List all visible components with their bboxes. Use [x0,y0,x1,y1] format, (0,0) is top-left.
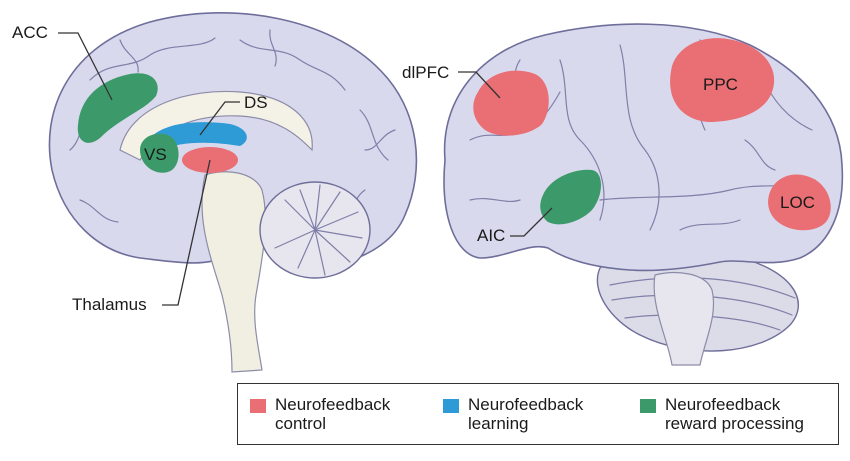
acc-label: ACC [12,23,48,42]
legend-item-control: Neurofeedback control [250,395,390,433]
legend-item-reward: Neurofeedback reward processing [640,395,804,433]
ppc-label: PPC [703,75,738,94]
aic-region [540,169,601,225]
legend-swatch-control [250,399,266,413]
legend-control-line2: control [275,414,327,433]
legend-swatch-reward [640,399,656,413]
dlpfc-leader [458,71,501,99]
legend-learning-line1: Neurofeedback [468,395,584,414]
legend-item-learning: Neurofeedback learning [443,395,583,433]
legend: Neurofeedback control Neurofeedback lear… [237,383,839,445]
cerebellum [259,181,371,279]
thalamus-leader [162,159,211,306]
loc-label: LOC [780,193,815,212]
legend-reward-line2: reward processing [665,414,804,433]
lateral-brainstem [653,272,715,366]
ppc-region [670,38,775,122]
thalamus-label: Thalamus [72,295,147,314]
corpus-callosum [119,90,313,161]
loc-region [768,174,831,231]
dlpfc-label: dlPFC [402,63,449,82]
acc-region [77,73,158,143]
lateral-brain-view: dlPFC PPC AIC LOC [402,23,844,366]
ds-leader [199,101,240,136]
medial-brain-view: ACC DS VS Thalamus [12,12,418,373]
ds-label: DS [244,93,268,112]
vs-label: VS [144,145,167,164]
legend-learning-line2: learning [468,414,529,433]
aic-label: AIC [477,226,505,245]
legend-control-line1: Neurofeedback [275,395,391,414]
brainstem [201,171,266,373]
dlpfc-region [473,70,549,136]
vs-region [140,133,179,173]
legend-swatch-learning [443,399,459,413]
legend-reward-line1: Neurofeedback [665,395,781,414]
aic-leader [510,207,553,237]
acc-leader [58,32,113,101]
